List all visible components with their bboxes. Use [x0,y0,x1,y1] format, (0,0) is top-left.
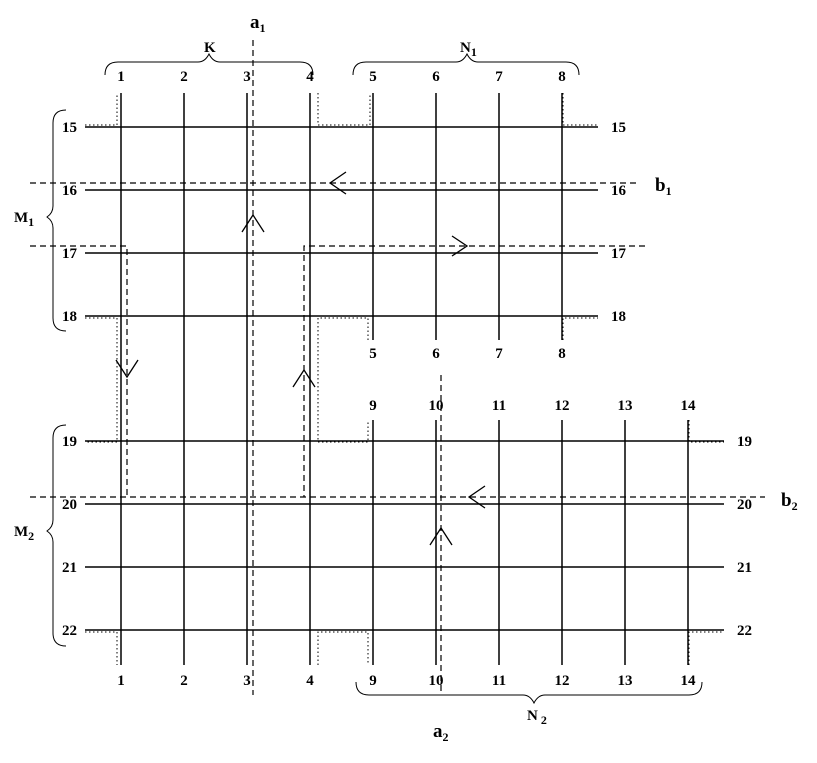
vertical-wires-k [120,93,311,665]
arrow-left-b1 [328,171,347,195]
brace-n1 [352,52,580,76]
row-label-right: 18 [611,309,626,325]
lower-top-col-label: 12 [555,398,570,414]
upper-horizontal-wires [85,126,598,317]
dashed-loop-right [303,245,645,497]
cut-label-b1: b1 [655,175,672,198]
top-col-label: 4 [306,69,314,85]
bottom-right-col-label: 13 [618,673,633,689]
vertical-wires-n1 [372,93,563,340]
lower-top-col-label: 9 [369,398,377,414]
row-label-right: 15 [611,120,626,136]
bottom-right-col-label: 10 [429,673,444,689]
row-label-left: 20 [62,497,77,513]
row-label-left: 19 [62,434,77,450]
bottom-right-col-label: 12 [555,673,570,689]
top-col-label: 6 [432,69,440,85]
arrow-right-17 [451,235,469,257]
row-label-right: 19 [737,434,752,450]
row-label-left: 18 [62,309,77,325]
row-label-left: 17 [62,246,78,262]
cut-lines [30,40,765,695]
arrow-up-a2 [429,526,453,546]
brace-n2 [355,681,703,705]
lower-horizontal-wires [85,440,724,631]
row-label-right: 17 [611,246,627,262]
top-col-label: 5 [369,69,377,85]
bottom-right-col-label: 9 [369,673,377,689]
mid-col-label: 8 [558,346,566,362]
mid-col-label: 7 [495,346,503,362]
direction-arrows [115,171,486,546]
row-label-left: 21 [62,560,77,576]
row-label-left: 16 [62,183,78,199]
row-label-left: 15 [62,120,77,136]
group-label-m2: M2 [14,524,34,543]
dotted-leaders [85,93,724,665]
bottom-left-col-label: 1 [117,673,125,689]
top-col-label: 3 [243,69,251,85]
group-label-n1: N1 [460,40,477,59]
row-label-left: 22 [62,623,77,639]
row-label-right: 21 [737,560,752,576]
mid-col-label: 6 [432,346,440,362]
bottom-left-col-label: 3 [243,673,251,689]
row-label-right: 20 [737,497,752,513]
bottom-right-col-label: 11 [492,673,506,689]
lower-top-col-label: 14 [681,398,697,414]
arrow-up-right [292,368,316,388]
brace-m1 [46,109,67,332]
bottom-left-col-label: 4 [306,673,314,689]
group-label-k: K [204,40,216,56]
top-col-label: 2 [180,69,188,85]
mid-col-label: 5 [369,346,377,362]
dashed-loop-left [30,245,128,497]
cut-label-a2: a2 [433,721,449,744]
top-col-label: 8 [558,69,566,85]
arrow-down-left [115,359,139,379]
vertical-wires-n2 [372,420,689,665]
brace-m2 [46,424,67,647]
arrow-left-b2 [467,485,486,509]
row-label-right: 16 [611,183,627,199]
top-col-label: 1 [117,69,125,85]
cut-label-a1: a1 [250,12,266,35]
row-label-right: 22 [737,623,752,639]
group-label-m1: M1 [14,210,34,229]
lower-top-col-label: 13 [618,398,633,414]
brace-k [104,52,314,76]
lower-top-col-label: 11 [492,398,506,414]
cut-label-b2: b2 [781,490,798,513]
top-col-label: 7 [495,69,503,85]
bottom-right-col-label: 14 [681,673,697,689]
arrow-up-a1 [241,213,265,233]
lower-top-col-label: 10 [429,398,444,414]
bottom-left-col-label: 2 [180,673,188,689]
